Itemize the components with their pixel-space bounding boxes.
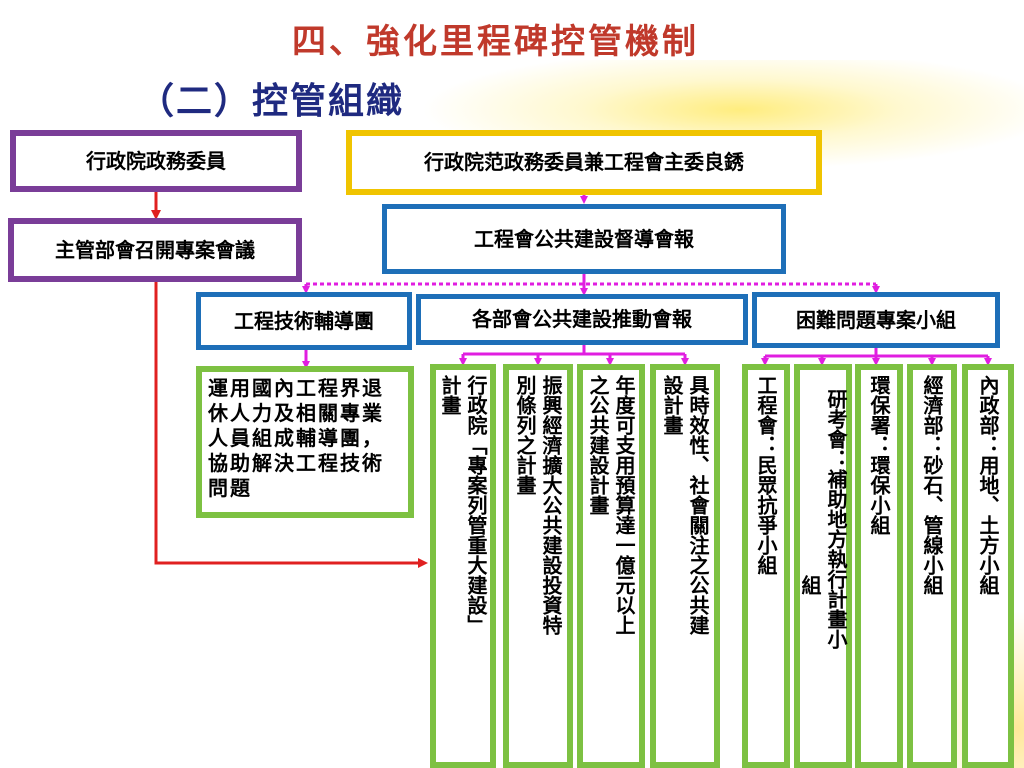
- plan-column-1: 行政院「專案列管重大建設」 計畫: [430, 364, 496, 768]
- slide-subtitle: （二）控管組織: [138, 80, 405, 122]
- plan-column-3-line-2: 之公共建設計畫: [586, 375, 610, 515]
- group-column-3: 環保署：環保小組: [855, 364, 903, 768]
- group-column-2-line-2: 組: [798, 575, 822, 595]
- promotion-meeting-label: 各部會公共建設推動會報: [472, 307, 692, 331]
- problem-group-box: 困難問題專案小組: [752, 292, 1000, 348]
- plan-column-4: 具時效性、社會關注之公共建 設計畫: [650, 364, 720, 768]
- group-column-2: 研考會：補助地方執行計畫小 組: [794, 364, 852, 768]
- group-column-5: 內政部：用地、土方小組: [962, 364, 1014, 768]
- ministry-meeting-box: 主管部會召開專案會議: [8, 218, 302, 282]
- group-column-4: 經濟部：砂石、管線小組: [907, 364, 957, 768]
- executive-member-box: 行政院政務委員: [10, 130, 302, 192]
- ministry-meeting-label: 主管部會召開專案會議: [55, 237, 255, 262]
- plan-column-3-line-1: 年度可支用預算達一億元以上: [612, 375, 636, 635]
- executive-member-label: 行政院政務委員: [86, 148, 226, 173]
- problem-group-label: 困難問題專案小組: [796, 307, 956, 332]
- promotion-meeting-box: 各部會公共建設推動會報: [416, 294, 748, 345]
- plan-column-2-line-2: 別條列之計畫: [513, 375, 537, 495]
- chair-box: 行政院范政務委員兼工程會主委良銹: [346, 130, 822, 195]
- plan-column-1-line-1: 行政院「專案列管重大建設」: [464, 375, 488, 635]
- slide-title: 四、強化里程碑控管機制: [292, 22, 699, 62]
- tech-team-box: 工程技術輔導團: [196, 292, 412, 350]
- group-column-2-line-1: 研考會：補助地方執行計畫小: [824, 389, 848, 649]
- group-column-1: 工程會：民眾抗爭小組: [742, 364, 790, 768]
- group-column-3-line-1: 環保署：環保小組: [867, 375, 891, 535]
- group-column-5-line-1: 內政部：用地、土方小組: [976, 375, 1000, 595]
- plan-column-4-line-2: 設計畫: [660, 375, 684, 435]
- tech-team-description: 運用國內工程界退休人力及相關專業人員組成輔導團，協助解決工程技術問題: [196, 366, 414, 518]
- supervision-meeting-box: 工程會公共建設督導會報: [382, 204, 786, 274]
- tech-team-description-text: 運用國內工程界退休人力及相關專業人員組成輔導團，協助解決工程技術問題: [208, 376, 384, 500]
- tech-team-label: 工程技術輔導團: [234, 308, 374, 333]
- plan-column-3: 年度可支用預算達一億元以上 之公共建設計畫: [577, 364, 645, 768]
- red-arrow-route: [154, 282, 428, 568]
- plan-column-4-line-1: 具時效性、社會關注之公共建: [686, 375, 710, 635]
- plan-column-2: 振興經濟擴大公共建設投資特 別條列之計畫: [503, 364, 573, 768]
- group-column-1-line-1: 工程會：民眾抗爭小組: [754, 375, 778, 575]
- plan-column-1-line-2: 計畫: [438, 375, 462, 415]
- group-column-4-line-1: 經濟部：砂石、管線小組: [920, 375, 944, 595]
- chair-label: 行政院范政務委員兼工程會主委良銹: [424, 150, 744, 174]
- supervision-meeting-label: 工程會公共建設督導會報: [474, 226, 694, 251]
- plan-column-2-line-1: 振興經濟擴大公共建設投資特: [539, 375, 563, 635]
